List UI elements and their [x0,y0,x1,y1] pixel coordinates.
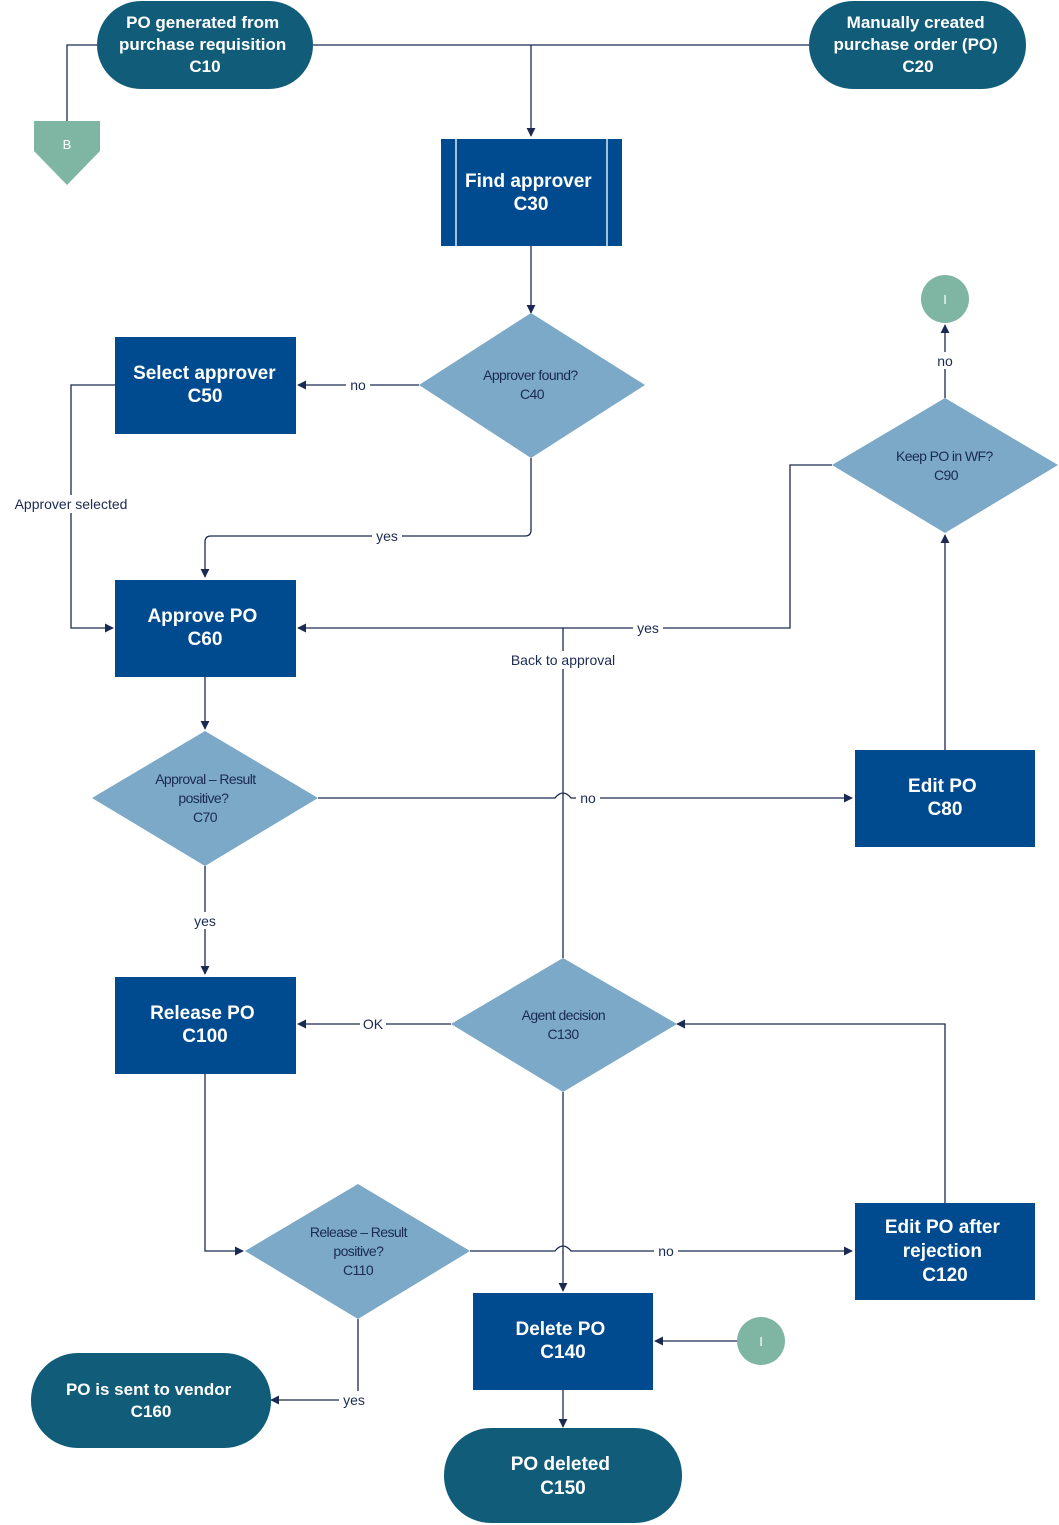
edge-labels: no yes Approver selected yes Back to app… [6,352,958,1408]
svg-text:Approver found? C40: Approver found? C40 [483,367,581,402]
svg-text:Find approver C30: Find approver C30 [465,171,597,215]
svg-text:Manually created purchas: Manually created purchase order (PO) C20 [833,13,1002,76]
svg-text:Release – Result positiv: Release – Result positive? C110 [310,1224,410,1278]
process-c80: Edit PO C80 [855,750,1035,847]
svg-text:Keep PO in WF? C90: Keep PO in WF? C90 [896,448,996,483]
edge-c70-no-c80 [318,792,853,803]
svg-text:PO is sent to vendor C16: PO is sent to vendor C160 [66,1380,236,1421]
terminal-c150: PO deleted C150 [444,1428,682,1523]
edge-label-c110-no: no [658,1243,674,1259]
edge-label-c40-yes: yes [376,528,398,544]
edge-c40-yes-c60 [200,458,532,578]
decision-c70: Approval – Result positive? C70 [92,731,318,866]
edge-label-c130-ok: OK [363,1016,384,1032]
edge-label-c90-yes: yes [637,620,659,636]
terminal-c10: PO generated from purchase requisition C… [97,1,313,89]
edge-label-c110-yes: yes [343,1392,365,1408]
edge-c100-to-c110 [204,1073,244,1256]
edge-label-c40-no: no [350,377,366,393]
svg-text:Agent decision C130: Agent decision C130 [522,1007,609,1042]
terminal-c20: Manually created purchase order (PO) C20 [809,1,1026,89]
svg-text:Approve PO C60: Approve PO C60 [147,606,262,650]
svg-text:PO deleted C150: PO deleted C150 [511,1454,616,1499]
svg-text:Release PO C100: Release PO C100 [150,1003,260,1047]
edge-c110-yes-c160 [270,1319,359,1405]
process-c30-subprocess: Find approver C30 [441,139,622,246]
svg-text:B: B [63,137,72,152]
svg-text:Edit PO C80: Edit PO C80 [908,776,982,820]
decision-c130: Agent decision C130 [451,958,677,1092]
process-c100: Release PO C100 [115,977,296,1074]
edge-c90-yes-c60 [297,464,832,633]
process-c60: Approve PO C60 [115,580,296,677]
terminal-c160: PO is sent to vendor C160 [31,1353,271,1448]
connector-i-top: I [921,275,969,323]
edge-c120-to-c130 [676,1019,946,1203]
svg-text:PO generated from purcha: PO generated from purchase requisition C… [119,13,291,76]
svg-text:Approval – Result positi: Approval – Result positive? C70 [155,771,259,825]
decision-c90: Keep PO in WF? C90 [832,398,1058,533]
process-c50: Select approver C50 [115,337,296,434]
svg-text:Delete PO C140: Delete PO C140 [515,1319,610,1363]
process-c140: Delete PO C140 [473,1293,653,1390]
edge-label-c90-no: no [937,353,953,369]
offpage-connector-b: B [34,121,100,185]
edge-label-approver-selected: Approver selected [15,496,128,512]
svg-text:I: I [943,292,947,307]
edge-label-back-to-approval: Back to approval [511,652,615,668]
svg-text:Edit PO after rejection: Edit PO after rejection C120 [885,1217,1005,1286]
edge-label-c70-no: no [580,790,596,806]
svg-text:I: I [759,1334,763,1349]
edge-c10-to-b [66,44,97,121]
edge-label-c70-yes: yes [194,913,216,929]
decision-c110: Release – Result positive? C110 [245,1184,470,1319]
process-c120: Edit PO after rejection C120 [855,1203,1035,1300]
svg-text:Select approver C50: Select approver C50 [133,363,281,407]
connector-i-bottom: I [737,1317,785,1365]
decision-c40: Approver found? C40 [419,313,645,458]
